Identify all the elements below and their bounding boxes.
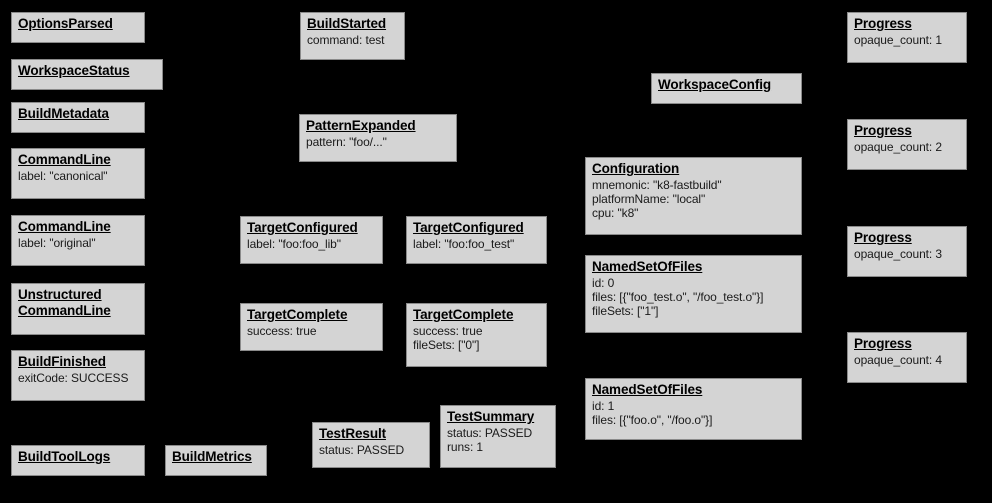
event-node-build-metrics[interactable]: BuildMetrics bbox=[165, 445, 267, 476]
event-node-title: NamedSetOfFiles bbox=[592, 259, 703, 274]
event-node-field: label: "foo:foo_test" bbox=[413, 237, 515, 251]
event-node-title: BuildMetrics bbox=[172, 449, 252, 464]
event-node-title: OptionsParsed bbox=[18, 16, 113, 31]
event-node-command-line-original[interactable]: CommandLine label: "original" bbox=[11, 215, 145, 266]
event-node-field: files: [{"foo_test.o", "/foo_test.o"}] bbox=[592, 290, 764, 304]
event-node-title: BuildToolLogs bbox=[18, 449, 111, 464]
event-node-title: Progress bbox=[854, 336, 912, 351]
event-node-title: TestSummary bbox=[447, 409, 535, 424]
event-node-fields: opaque_count: 1 bbox=[854, 33, 961, 47]
event-node-field: command: test bbox=[307, 33, 385, 47]
event-node-field: opaque_count: 3 bbox=[854, 247, 942, 261]
event-node-command-line-canonical[interactable]: CommandLine label: "canonical" bbox=[11, 148, 145, 199]
event-node-fields: pattern: "foo/..." bbox=[306, 135, 451, 149]
event-node-fields: label: "foo:foo_lib" bbox=[247, 237, 377, 251]
event-node-fields: label: "foo:foo_test" bbox=[413, 237, 541, 251]
event-node-field: label: "foo:foo_lib" bbox=[247, 237, 341, 251]
event-node-progress-3[interactable]: Progress opaque_count: 3 bbox=[847, 226, 967, 277]
event-node-title: TargetConfigured bbox=[413, 220, 524, 235]
event-node-title: WorkspaceConfig bbox=[658, 77, 772, 92]
event-node-field: status: PASSED bbox=[447, 426, 533, 440]
event-node-field: fileSets: ["1"] bbox=[592, 304, 659, 318]
event-node-title: TargetConfigured bbox=[247, 220, 358, 235]
event-node-title: CommandLine bbox=[18, 219, 111, 234]
event-node-field: exitCode: SUCCESS bbox=[18, 371, 129, 385]
event-node-field: opaque_count: 2 bbox=[854, 140, 942, 154]
event-node-workspace-config[interactable]: WorkspaceConfig bbox=[651, 73, 802, 104]
event-node-title: BuildStarted bbox=[307, 16, 387, 31]
event-node-field: runs: 1 bbox=[447, 440, 483, 454]
event-node-target-configured-lib[interactable]: TargetConfigured label: "foo:foo_lib" bbox=[240, 216, 383, 264]
event-node-field: fileSets: ["0"] bbox=[413, 338, 480, 352]
event-node-title: Progress bbox=[854, 16, 912, 31]
event-node-progress-2[interactable]: Progress opaque_count: 2 bbox=[847, 119, 967, 170]
event-node-fields: label: "canonical" bbox=[18, 169, 139, 183]
event-node-field: platformName: "local" bbox=[592, 192, 706, 206]
event-node-workspace-status[interactable]: WorkspaceStatus bbox=[11, 59, 163, 90]
event-node-field: id: 0 bbox=[592, 276, 615, 290]
event-node-title: Progress bbox=[854, 123, 912, 138]
event-node-fields: label: "original" bbox=[18, 236, 139, 250]
event-node-title: BuildFinished bbox=[18, 354, 106, 369]
event-node-title: CommandLine bbox=[18, 152, 111, 167]
event-node-title: Unstructured CommandLine bbox=[18, 287, 111, 318]
event-node-fields: mnemonic: "k8-fastbuild"platformName: "l… bbox=[592, 178, 796, 220]
event-node-field: success: true bbox=[247, 324, 317, 338]
event-node-title: TargetComplete bbox=[413, 307, 514, 322]
event-node-pattern-expanded[interactable]: PatternExpanded pattern: "foo/..." bbox=[299, 114, 457, 162]
event-node-title: Progress bbox=[854, 230, 912, 245]
event-node-field: cpu: "k8" bbox=[592, 206, 639, 220]
event-node-target-complete-lib[interactable]: TargetComplete success: true bbox=[240, 303, 383, 351]
event-node-field: status: PASSED bbox=[319, 443, 405, 457]
event-node-build-metadata[interactable]: BuildMetadata bbox=[11, 102, 145, 133]
event-node-options-parsed[interactable]: OptionsParsed bbox=[11, 12, 145, 43]
event-node-field: pattern: "foo/..." bbox=[306, 135, 387, 149]
event-node-target-configured-test[interactable]: TargetConfigured label: "foo:foo_test" bbox=[406, 216, 547, 264]
event-node-unstructured-cmdline[interactable]: Unstructured CommandLine bbox=[11, 283, 145, 335]
event-node-build-tool-logs[interactable]: BuildToolLogs bbox=[11, 445, 145, 476]
event-node-title: TargetComplete bbox=[247, 307, 348, 322]
event-node-fields: opaque_count: 2 bbox=[854, 140, 961, 154]
event-node-field: mnemonic: "k8-fastbuild" bbox=[592, 178, 722, 192]
event-node-field: opaque_count: 1 bbox=[854, 33, 942, 47]
event-node-fields: opaque_count: 4 bbox=[854, 353, 961, 367]
event-node-fields: success: true bbox=[247, 324, 377, 338]
event-node-field: id: 1 bbox=[592, 399, 615, 413]
event-node-field: opaque_count: 4 bbox=[854, 353, 942, 367]
event-node-build-started[interactable]: BuildStarted command: test bbox=[300, 12, 405, 60]
event-node-field: files: [{"foo.o", "/foo.o"}] bbox=[592, 413, 713, 427]
event-node-fields: opaque_count: 3 bbox=[854, 247, 961, 261]
event-node-configuration[interactable]: Configuration mnemonic: "k8-fastbuild"pla… bbox=[585, 157, 802, 235]
event-node-fields: exitCode: SUCCESS bbox=[18, 371, 139, 385]
event-node-title: WorkspaceStatus bbox=[18, 63, 130, 78]
event-node-title: NamedSetOfFiles bbox=[592, 382, 703, 397]
event-node-title: TestResult bbox=[319, 426, 387, 441]
event-node-fields: status: PASSED bbox=[319, 443, 424, 457]
event-node-build-finished[interactable]: BuildFinished exitCode: SUCCESS bbox=[11, 350, 145, 401]
event-node-title: BuildMetadata bbox=[18, 106, 109, 121]
event-node-test-result[interactable]: TestResult status: PASSED bbox=[312, 422, 430, 468]
event-node-progress-1[interactable]: Progress opaque_count: 1 bbox=[847, 12, 967, 63]
event-node-title: PatternExpanded bbox=[306, 118, 416, 133]
event-node-field: label: "canonical" bbox=[18, 169, 108, 183]
event-node-fields: command: test bbox=[307, 33, 399, 47]
event-node-progress-4[interactable]: Progress opaque_count: 4 bbox=[847, 332, 967, 383]
event-node-field: success: true bbox=[413, 324, 483, 338]
event-node-title: Configuration bbox=[592, 161, 680, 176]
event-node-field: label: "original" bbox=[18, 236, 96, 250]
